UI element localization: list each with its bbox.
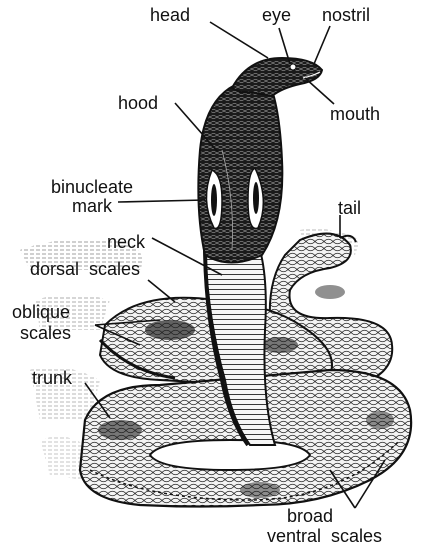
label-broad-line2: ventral scales: [267, 527, 382, 546]
label-nostril: nostril: [322, 5, 370, 25]
label-oblique-line1: oblique: [12, 303, 70, 322]
label-hood: hood: [118, 93, 158, 113]
label-trunk: trunk: [32, 368, 72, 388]
label-binucleate-line1: binucleate: [51, 178, 133, 197]
head: [232, 58, 322, 96]
label-eye: eye: [262, 5, 291, 25]
label-tail: tail: [338, 198, 361, 218]
label-broad-line1: broad: [287, 507, 333, 526]
label-dorsal-scales: dorsal scales: [30, 259, 140, 279]
label-mouth: mouth: [330, 104, 380, 124]
label-head: head: [150, 5, 190, 25]
label-oblique-line2: scales: [20, 324, 71, 343]
hood: [198, 85, 282, 263]
label-binucleate-line2: mark: [72, 197, 112, 216]
label-neck: neck: [107, 232, 145, 252]
